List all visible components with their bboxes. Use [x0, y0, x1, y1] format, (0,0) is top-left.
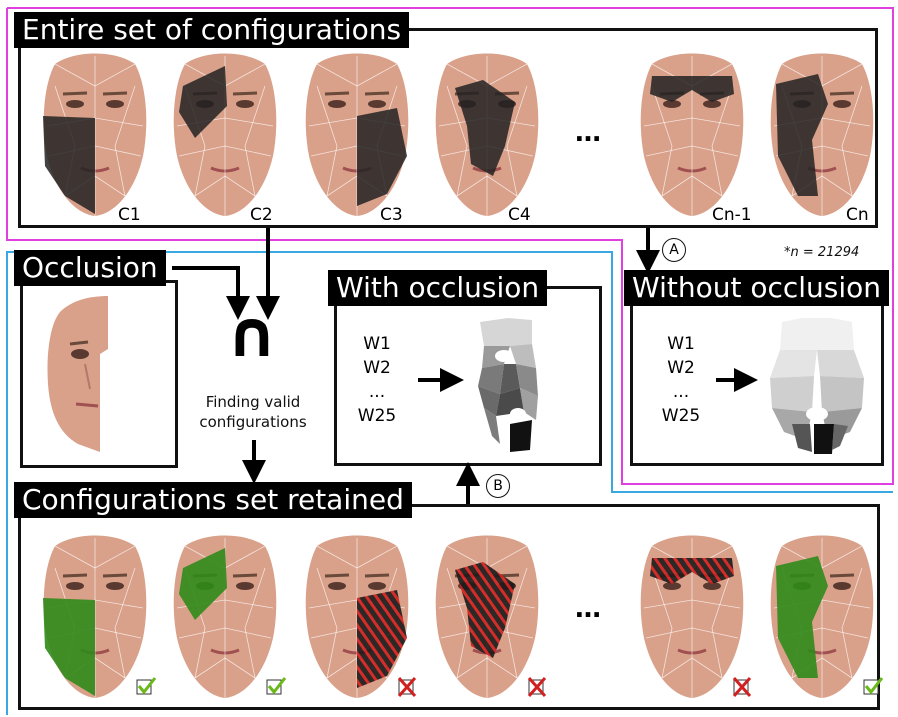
without-occlusion-title: Without occlusion [624, 270, 890, 306]
retained-configuration-face [43, 535, 147, 698]
intersection-caption-text: Finding valid configurations [199, 393, 307, 431]
weight-label: ... [672, 382, 690, 402]
weight-label: W25 [357, 406, 397, 426]
configuration-label: C4 [508, 205, 531, 225]
configuration-face [43, 53, 147, 216]
invalid-cross-icon [397, 677, 417, 697]
top-panel-title: Entire set of configurations [14, 12, 410, 48]
without-occlusion-weight-map [770, 318, 864, 454]
configuration-face [640, 53, 744, 216]
retained-configuration-face [640, 535, 744, 698]
magenta-region-outline [6, 7, 894, 485]
configuration-face [435, 53, 539, 216]
valid-check-icon [266, 677, 287, 695]
invalid-cross-icon [527, 677, 547, 697]
valid-check-icon [136, 677, 157, 695]
configuration-face [770, 53, 874, 216]
sample-count-note: *n = 21294 [784, 245, 860, 260]
configuration-label: C2 [250, 205, 273, 225]
intersection-caption: Finding valid configurations [178, 392, 328, 432]
configuration-label: C1 [118, 205, 141, 225]
configuration-face [173, 53, 277, 216]
configuration-label: Cn-1 [712, 205, 752, 225]
valid-check-icon [863, 677, 884, 695]
configuration-face [305, 53, 409, 216]
weight-label: W2 [363, 358, 391, 378]
configuration-label: C3 [380, 205, 403, 225]
configuration-label: Cn [846, 205, 869, 225]
marker-b: B [486, 474, 510, 498]
with-occlusion-weight-map [478, 318, 538, 452]
with-occlusion-panel [334, 286, 602, 466]
weight-label: ... [368, 382, 386, 402]
with-occlusion-title: With occlusion [328, 270, 548, 306]
top-ellipsis: … [575, 118, 603, 148]
occluded-face-image [47, 296, 108, 452]
retained-configuration-face [435, 535, 539, 698]
weight-label: W25 [661, 406, 701, 426]
weight-label: W1 [667, 334, 695, 354]
weight-label: W1 [363, 334, 391, 354]
bottom-panel-title: Configurations set retained [14, 482, 412, 518]
invalid-cross-icon [732, 677, 752, 697]
weight-label: W2 [667, 358, 695, 378]
retained-configuration-face [770, 535, 874, 698]
arrow-occlusion-to-intersection [172, 266, 250, 320]
occlusion-title: Occlusion [14, 250, 166, 286]
bottom-ellipsis: … [575, 594, 603, 624]
retained-configuration-face [173, 535, 277, 698]
retained-configuration-face [305, 535, 409, 698]
marker-a: A [662, 238, 686, 262]
blue-region-outline [6, 251, 893, 715]
